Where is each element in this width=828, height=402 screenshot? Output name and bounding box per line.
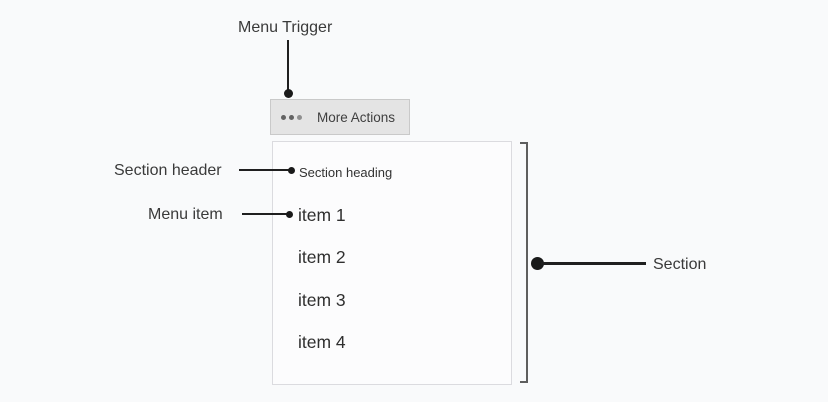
more-actions-button[interactable]: More Actions: [270, 99, 410, 135]
menu-trigger-connector-dot: [284, 89, 293, 98]
menu-item-annotation-label: Menu item: [148, 206, 223, 223]
section-annotation-label: Section: [653, 256, 707, 273]
ellipsis-icon: [281, 114, 302, 120]
menu-item[interactable]: item 3: [298, 289, 346, 310]
section-connector-line: [541, 262, 646, 265]
menu-trigger-annotation-label: Menu Trigger: [238, 19, 333, 36]
section-header-connector-dot: [288, 167, 295, 174]
menu-item[interactable]: item 4: [298, 332, 346, 353]
menu-item-connector-dot: [286, 211, 293, 218]
menu-popup-panel: Section heading item 1 item 2 item 3 item 4: [272, 141, 512, 385]
menu-item[interactable]: item 1: [298, 204, 346, 225]
section-header-annotation-label: Section header: [114, 162, 222, 179]
menu-item-connector-line: [242, 213, 287, 215]
menu-items-list: item 1 item 2 item 3 item 4: [298, 194, 501, 364]
section-connector-dot: [531, 257, 544, 270]
section-bracket: [520, 142, 528, 383]
menu-item[interactable]: item 2: [298, 247, 346, 268]
section-header-connector-line: [239, 169, 289, 171]
menu-section-heading: Section heading: [299, 165, 393, 180]
more-actions-button-label: More Actions: [317, 109, 396, 125]
menu-trigger-connector-line: [287, 40, 289, 92]
